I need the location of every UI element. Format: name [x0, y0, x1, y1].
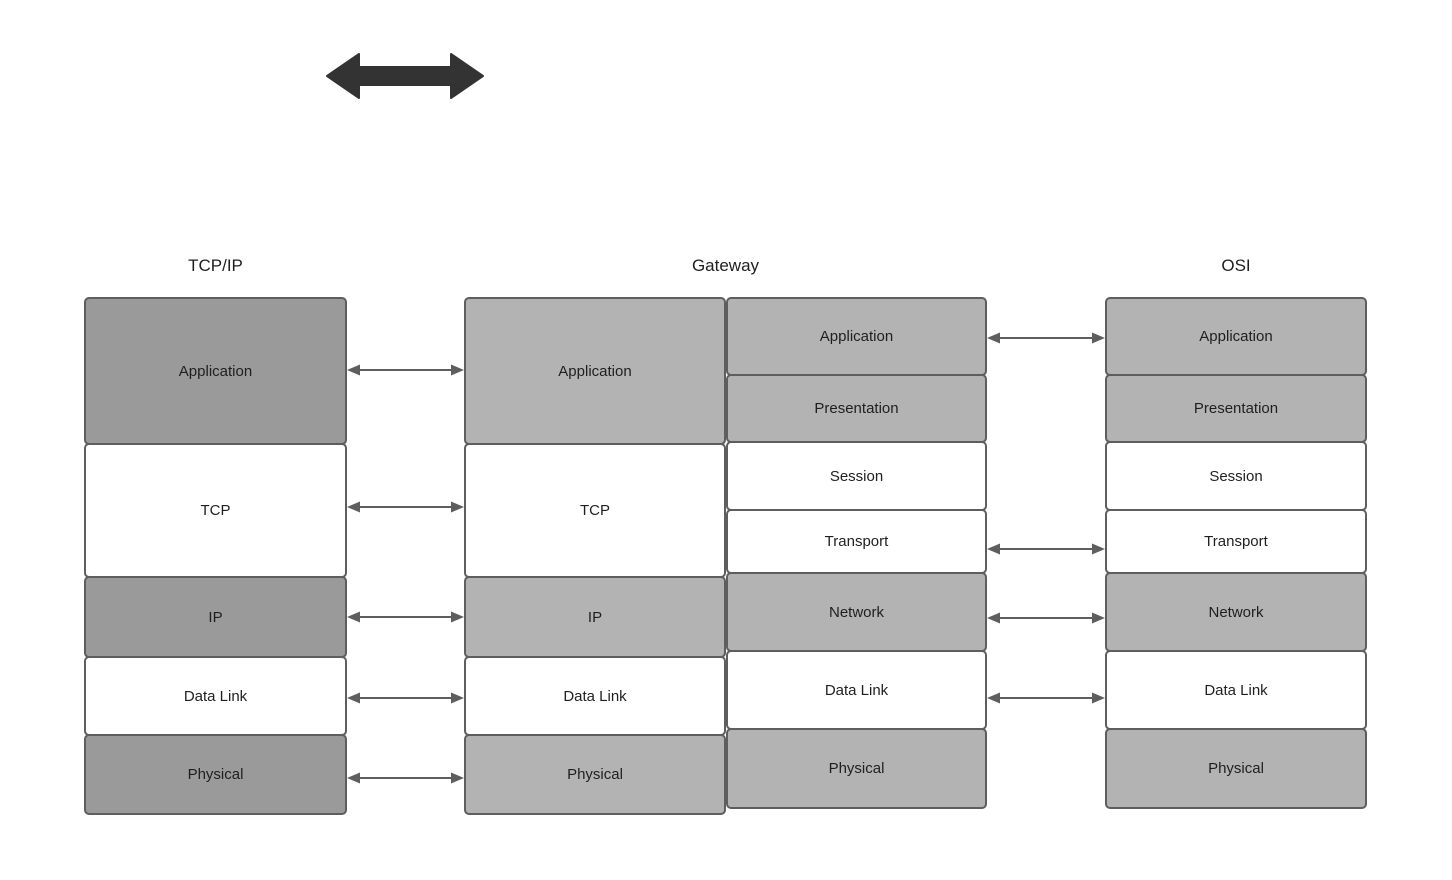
- osi-layer-physical: Physical: [1105, 728, 1367, 809]
- layer-label: Network: [828, 603, 884, 621]
- layer-label: Presentation: [1193, 400, 1279, 417]
- layer-label: Data Link: [563, 687, 627, 705]
- gateway-right-layer-session: Session: [726, 441, 987, 511]
- layer-label: Network: [1208, 603, 1264, 621]
- layer-label: Data Link: [183, 687, 248, 705]
- column-title-osi: OSI: [1221, 256, 1251, 275]
- gateway-osi-connector-application: [987, 331, 1105, 345]
- tcpip-layer-physical: Physical: [84, 734, 347, 815]
- column-title-tcpip: TCP/IP: [188, 256, 243, 275]
- gateway-right-layer-application: Application: [726, 297, 987, 376]
- layer-label: Physical: [567, 766, 623, 783]
- layer-label: Transport: [824, 533, 889, 550]
- tcpip-layer-ip: IP: [84, 576, 347, 658]
- layer-label: Application: [819, 328, 894, 345]
- layer-label: Presentation: [814, 400, 899, 417]
- tcpip-gateway-connector-ip: [347, 610, 464, 624]
- osi-layer-presentation: Presentation: [1105, 374, 1367, 443]
- osi-layer-application: Application: [1105, 297, 1367, 376]
- layer-label: Physical: [187, 766, 244, 783]
- layer-label: Transport: [1204, 533, 1268, 550]
- tcpip-gateway-connector-application: [347, 363, 464, 377]
- layer-label: Physical: [828, 760, 885, 777]
- gateway-osi-connector-transport: [987, 542, 1105, 556]
- gateway-right-layer-transport: Transport: [726, 509, 987, 574]
- layer-label: Application: [558, 362, 632, 380]
- osi-layer-data-link: Data Link: [1105, 650, 1367, 730]
- tcpip-layer-tcp: TCP: [84, 443, 347, 578]
- column-title-gateway: Gateway: [691, 256, 760, 275]
- layer-label: IP: [587, 608, 603, 626]
- osi-layer-network: Network: [1105, 572, 1367, 652]
- osi-layer-session: Session: [1105, 441, 1367, 511]
- layer-label: TCP: [200, 502, 231, 519]
- gateway-right-layer-presentation: Presentation: [726, 374, 987, 443]
- gateway-left-layer-tcp: TCP: [464, 443, 726, 578]
- tcpip-layer-application: Application: [84, 297, 347, 445]
- layer-label: Application: [1199, 328, 1273, 345]
- gateway-left-layer-ip: IP: [464, 576, 726, 658]
- layer-label: Session: [829, 467, 884, 485]
- gateway-osi-connector-network: [987, 611, 1105, 625]
- osi-layer-transport: Transport: [1105, 509, 1367, 574]
- bidirectional-arrow-icon: [326, 53, 484, 99]
- tcpip-gateway-connector-tcp: [347, 500, 464, 514]
- gateway-right-layer-network: Network: [726, 572, 987, 652]
- gateway-left-layer-physical: Physical: [464, 734, 726, 815]
- layer-label: Session: [1209, 467, 1263, 485]
- layer-label: Data Link: [1204, 681, 1268, 699]
- gateway-osi-connector-data-link: [987, 691, 1105, 705]
- top-bidirectional-arrow: [325, 48, 485, 104]
- layer-label: Data Link: [824, 681, 889, 699]
- gateway-right-layer-physical: Physical: [726, 728, 987, 809]
- tcpip-gateway-connector-data-link: [347, 691, 464, 705]
- tcpip-layer-data-link: Data Link: [84, 656, 347, 736]
- layer-label: TCP: [580, 502, 610, 519]
- layer-label: IP: [208, 608, 223, 626]
- gateway-left-layer-application: Application: [464, 297, 726, 445]
- layer-label: Physical: [1208, 760, 1264, 777]
- tcpip-gateway-connector-physical: [347, 771, 464, 785]
- gateway-right-layer-data-link: Data Link: [726, 650, 987, 730]
- layer-label: Application: [178, 362, 253, 380]
- gateway-left-layer-data-link: Data Link: [464, 656, 726, 736]
